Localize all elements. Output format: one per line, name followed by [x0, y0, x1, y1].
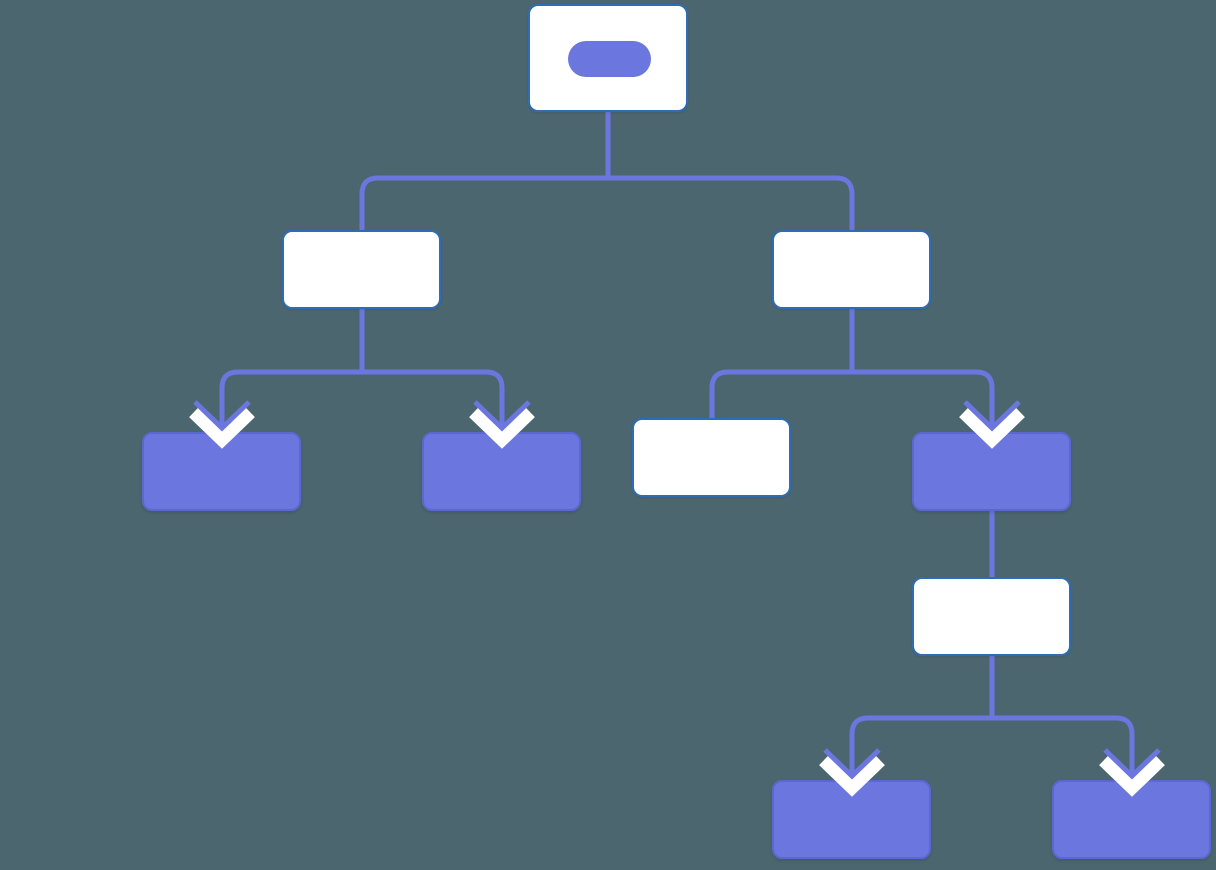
edge-level2-left-to-leaf-b[interactable] — [362, 369, 505, 436]
level4-node-label — [914, 579, 1069, 654]
level4-node[interactable] — [912, 577, 1071, 656]
level2-right-node-label — [774, 232, 929, 307]
level3-leaf-a-node-label — [144, 434, 299, 509]
edge-root-to-level2-left[interactable] — [359, 175, 608, 244]
edge-level4-to-leaf-b[interactable] — [992, 715, 1135, 784]
edge-level2-right-to-branch-node[interactable] — [852, 369, 995, 436]
edge-level2-left-to-leaf-a[interactable] — [219, 369, 362, 436]
edge-level2-right-to-white-node[interactable] — [709, 369, 852, 420]
level5-leaf-a-node-label — [774, 782, 929, 857]
level3-leaf-a-node[interactable] — [142, 432, 301, 511]
edge-root-to-level2-right[interactable] — [608, 175, 855, 244]
level5-leaf-a-node[interactable] — [772, 780, 931, 859]
level3-branch-node-label — [914, 434, 1069, 509]
level3-white-node-label — [634, 420, 789, 495]
level3-white-node[interactable] — [632, 418, 791, 497]
edge-level4-to-leaf-a[interactable] — [849, 715, 992, 784]
level2-left-node-label — [284, 232, 439, 307]
level3-leaf-b-node[interactable] — [422, 432, 581, 511]
level3-leaf-b-node-label — [424, 434, 579, 509]
level2-left-node[interactable] — [282, 230, 441, 309]
level3-branch-node[interactable] — [912, 432, 1071, 511]
level5-leaf-b-node[interactable] — [1052, 780, 1211, 859]
level2-right-node[interactable] — [772, 230, 931, 309]
root-node[interactable] — [528, 4, 688, 112]
level5-leaf-b-node-label — [1054, 782, 1209, 857]
root-node-pill-badge — [568, 41, 651, 77]
